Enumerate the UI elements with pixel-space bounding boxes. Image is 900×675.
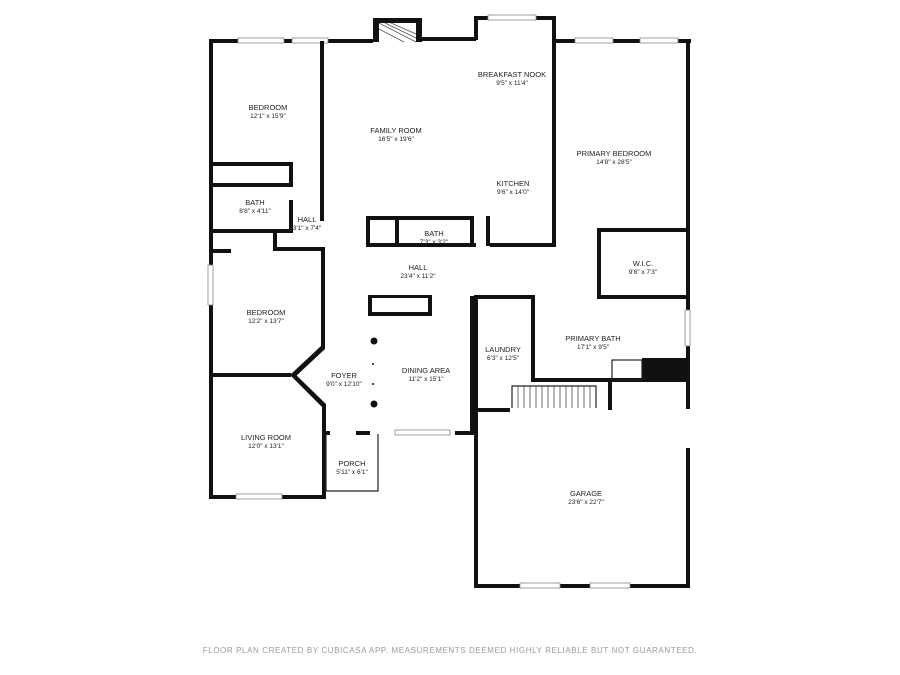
room-label-dims: 16'5" x 19'6" [378,136,414,143]
room-label-dims: 6'3" x 12'5" [487,355,520,362]
fireplace [373,18,422,43]
room-label-dims: 23'6" x 22'7" [568,499,604,506]
room-label-dims: 5'11" x 6'1" [336,469,368,476]
room-label-dims: 23'4" x 11'2" [400,273,436,280]
room-label-name: LIVING ROOM [241,433,291,442]
room-label-dims: 12'0" x 13'1" [248,443,284,450]
room-label-name: FAMILY ROOM [370,126,421,135]
room-label-name: HALL [298,215,317,224]
footer-disclaimer: FLOOR PLAN CREATED BY CUBICASA APP. MEAS… [202,646,698,655]
porch-outline [325,434,379,492]
room-label-dims: 9'5" x 11'4" [496,80,528,87]
room-label-name: GARAGE [570,489,602,498]
interior-walls [209,41,690,499]
room-label-name: PRIMARY BATH [565,334,620,343]
room-label-dims: 7'3" x 3'2" [420,239,449,246]
room-label-name: PRIMARY BEDROOM [577,149,652,158]
windows [207,14,691,589]
room-label-name: HALL [409,263,428,272]
room-label-name: FOYER [331,371,357,380]
room-label-dims: 9'8" x 7'3" [629,269,658,276]
room-label-dims: 14'8" x 28'5" [596,159,632,166]
stairs [511,385,597,408]
room-label-name: BEDROOM [247,308,286,317]
dining-table-dots [370,337,378,408]
room-label-name: LAUNDRY [485,345,521,354]
room-label-name: BEDROOM [249,103,288,112]
room-label-dims: 17'1" x 9'5" [577,344,610,351]
room-label-dims: 11'2" x 15'1" [408,376,444,383]
room-label-dims: 3'1" x 7'4" [293,225,322,232]
room-label-dims: 9'6" x 14'0" [497,189,530,196]
room-label-dims: 9'0" x 12'10" [326,381,362,388]
room-label-dims: 8'8" x 4'11" [239,208,271,215]
exterior-walls [209,16,691,588]
room-label-name: BATH [245,198,264,207]
room-labels: BEDROOM 12'1" x 15'9" FAMILY ROOM 16'5" … [239,70,658,506]
room-label-name: W.I.C. [633,259,653,268]
room-label-name: DINING AREA [402,366,450,375]
room-label-dims: 12'2" x 13'7" [248,318,284,325]
room-label-name: BREAKFAST NOOK [478,70,546,79]
room-label-dims: 12'1" x 15'9" [250,113,286,120]
room-label-name: BATH [424,229,443,238]
room-label-name: KITCHEN [497,179,530,188]
room-label-name: PORCH [338,459,365,468]
